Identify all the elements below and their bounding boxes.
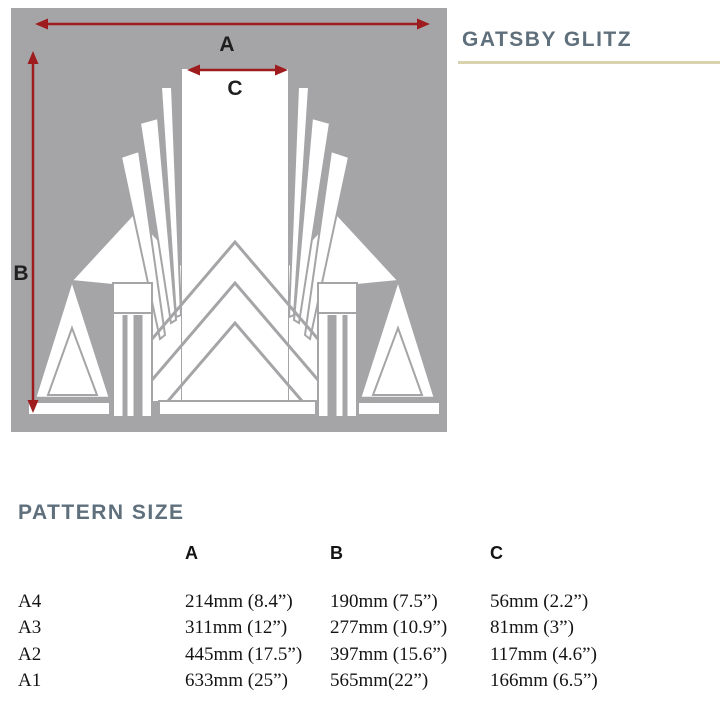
pattern-ray [119, 149, 167, 341]
page-title: GATSBY GLITZ [462, 28, 633, 51]
pattern-right-wing-edge [336, 213, 399, 281]
pattern-svg: A B C [11, 8, 447, 432]
dimension-arrow-b-icon [27, 51, 39, 413]
pattern-left-inner-triangle [46, 325, 99, 396]
pattern-central-column [180, 67, 290, 402]
pattern-right-triangle [358, 275, 437, 400]
cell-a: 445mm (17.5”) [185, 643, 303, 665]
table-header-row: A B C [18, 543, 712, 564]
table-row: A2 445mm (17.5”) 397mm (15.6”) 117mm (4.… [18, 642, 712, 668]
cell-a: 633mm (25”) [185, 670, 288, 692]
pattern-right-pedestal [317, 282, 358, 418]
pattern-ray [138, 116, 178, 325]
pattern-base-bar [27, 401, 111, 416]
row-size-label: A2 [18, 643, 42, 665]
cell-c: 81mm (3”) [490, 617, 574, 639]
pattern-right-inner-triangle [371, 325, 424, 396]
table-header-c: C [490, 543, 503, 563]
pattern-ray [303, 149, 351, 341]
dimension-label-b: B [13, 262, 28, 285]
row-size-label: A4 [18, 591, 42, 612]
cell-b: 397mm (15.6”) [330, 643, 448, 665]
pattern-base-bar [158, 400, 317, 416]
pattern-ray [159, 86, 183, 319]
pattern-pedestal-slot [327, 315, 337, 417]
pattern-pedestal-slot [122, 315, 128, 417]
cell-b: 565mm(22”) [330, 670, 429, 692]
cell-b: 277mm (10.9”) [330, 617, 448, 639]
dimension-label-c: C [227, 77, 242, 100]
cell-a: 311mm (12”) [185, 617, 288, 639]
title-underline [458, 61, 720, 64]
dimension-label-a: A [219, 33, 234, 56]
row-size-label: A1 [18, 670, 42, 692]
pattern-ray [292, 116, 332, 325]
table-header-spacer [18, 543, 185, 564]
table-row: A3 311mm (12”) 277mm (10.9”) 81mm (3”) [18, 615, 712, 641]
art-deco-pattern [27, 67, 441, 418]
pattern-size-heading: PATTERN SIZE [18, 501, 185, 524]
table-row: A1 633mm (25”) 565mm(22”) 166mm (6.5”) [18, 668, 712, 694]
dimension-arrow-c-icon [187, 64, 288, 76]
dimension-arrow-a-icon [35, 18, 430, 30]
cell-a: 214mm (8.4”) [185, 591, 293, 612]
pattern-pedestal-slot [342, 315, 348, 417]
table-header-a: A [185, 543, 198, 563]
row-size-label: A3 [18, 617, 42, 639]
pattern-left-triangle [33, 275, 112, 400]
pattern-chevron [166, 320, 304, 402]
pattern-size-table: A B C A4 214mm (8.4”) 190mm (7.5”) 56mm … [18, 543, 712, 695]
pattern-diagram: A B C [11, 8, 447, 432]
pattern-pedestal-slot [133, 315, 143, 417]
pattern-chevron [132, 280, 338, 402]
cell-b: 190mm (7.5”) [330, 591, 438, 612]
pattern-base-bar [357, 401, 441, 416]
table-row: A4 214mm (8.4”) 190mm (7.5”) 56mm (2.2”) [18, 589, 712, 615]
cell-c: 166mm (6.5”) [490, 670, 598, 692]
pattern-left-wing-edge [71, 213, 134, 281]
table-header-b: B [330, 543, 343, 563]
cell-c: 117mm (4.6”) [490, 643, 597, 665]
cell-c: 56mm (2.2”) [490, 591, 589, 612]
pattern-left-pedestal [112, 282, 153, 418]
